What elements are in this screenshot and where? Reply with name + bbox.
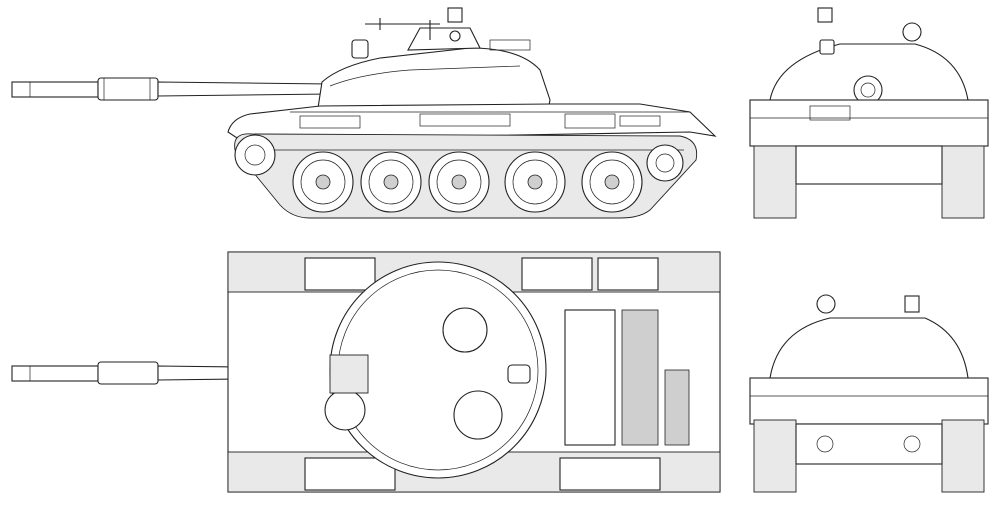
top-loader-hatch [453, 390, 503, 440]
engine-grille [621, 309, 659, 446]
side-drive-sprocket [646, 144, 684, 182]
side-cupola [407, 27, 481, 51]
road-wheel [581, 151, 643, 213]
top-view [11, 251, 721, 493]
side-gun-barrel [11, 77, 331, 101]
front-left-track [753, 145, 797, 219]
front-view [749, 7, 989, 219]
side-idler-wheel [234, 134, 276, 176]
side-road-wheels [292, 151, 643, 213]
front-right-track [941, 145, 985, 219]
front-turret [769, 43, 969, 101]
top-mantlet [329, 354, 369, 394]
rear-hull [749, 377, 989, 425]
road-wheel [504, 151, 566, 213]
road-wheel [292, 151, 354, 213]
side-view [11, 7, 717, 219]
side-periscope [447, 7, 463, 23]
front-hull [749, 99, 989, 147]
side-hull [227, 103, 717, 141]
side-searchlight [351, 39, 369, 59]
road-wheel [360, 151, 422, 213]
side-turret [317, 7, 551, 111]
rear-left-track [753, 419, 797, 493]
engine-grille [664, 369, 690, 446]
rear-view [749, 294, 989, 493]
road-wheel [428, 151, 490, 213]
rear-right-track [941, 419, 985, 493]
top-commander-cupola [442, 307, 488, 353]
engine-deck-panel [564, 309, 616, 446]
rear-turret [769, 317, 969, 379]
